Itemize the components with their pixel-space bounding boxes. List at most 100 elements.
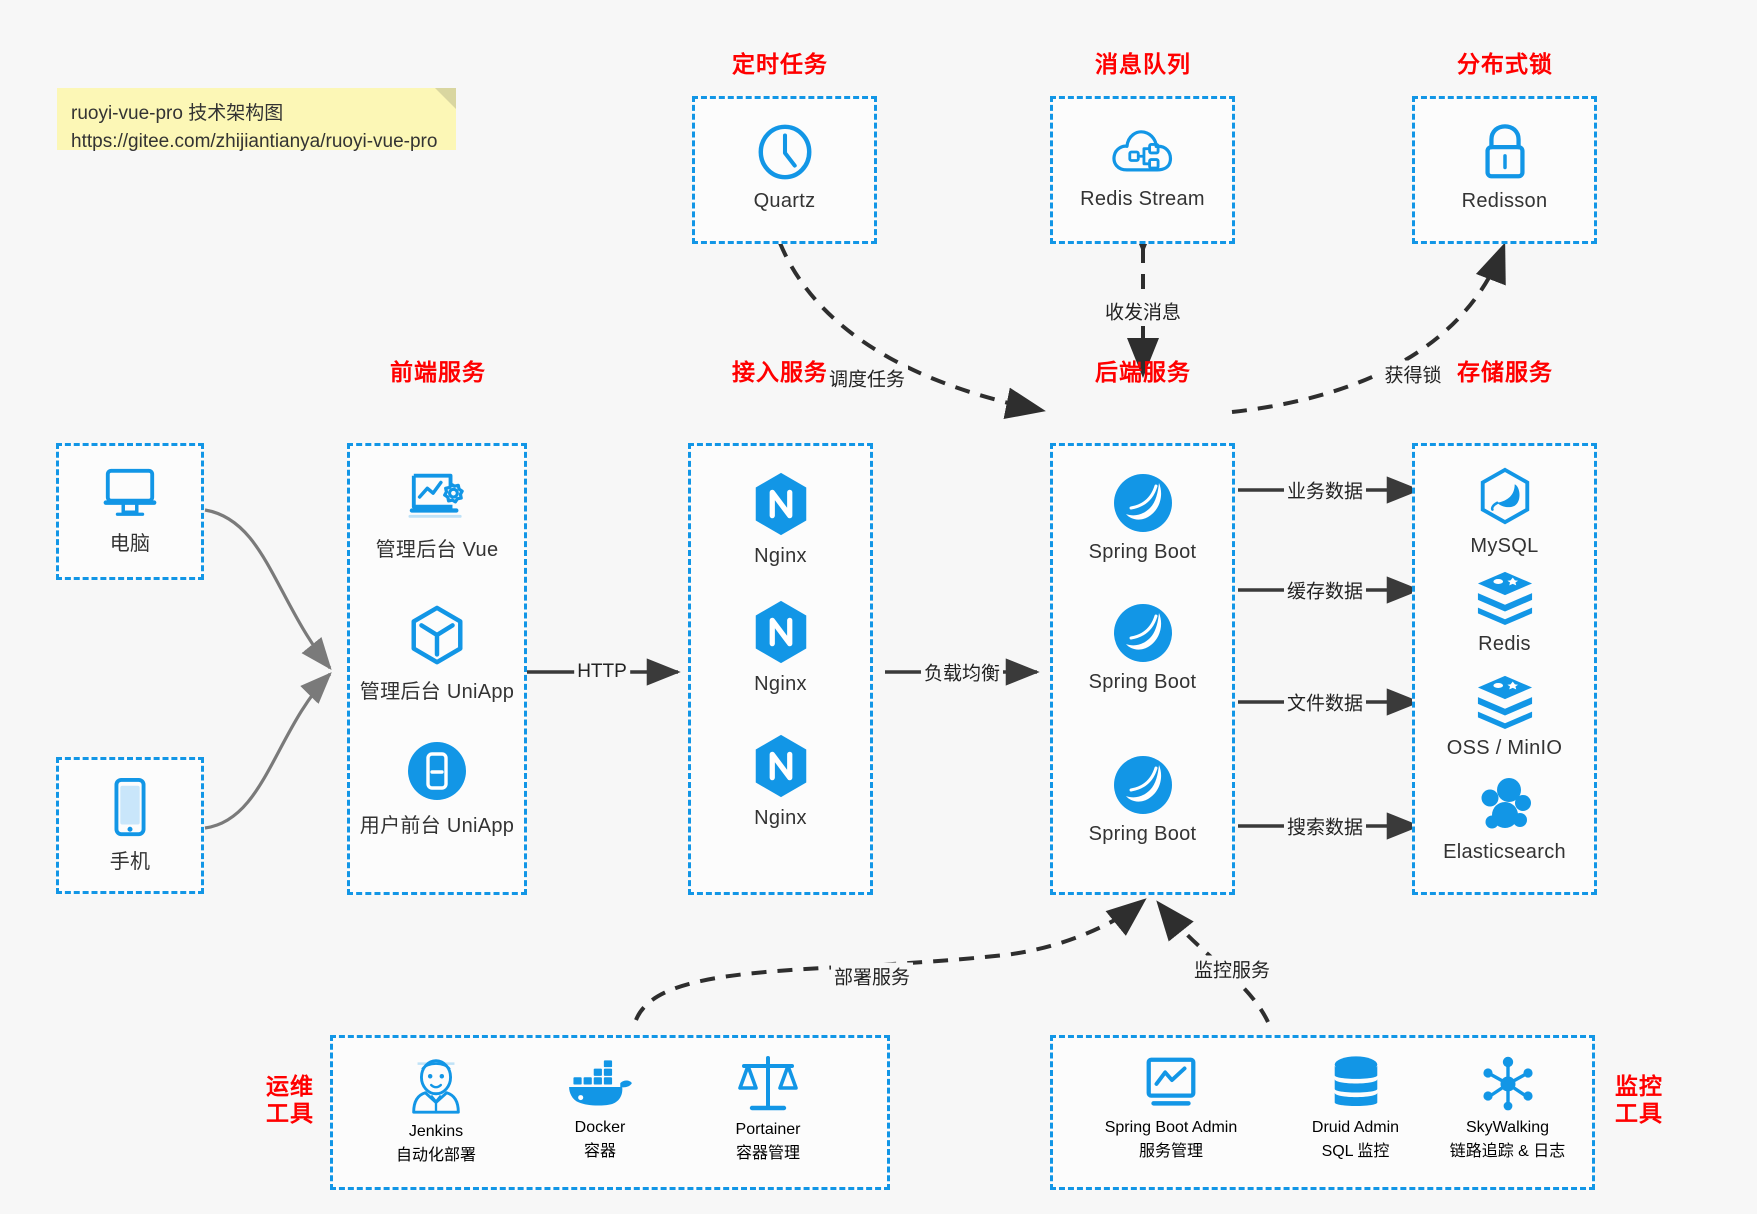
object-storage-icon xyxy=(1474,672,1536,730)
node-redis[interactable]: Redis xyxy=(1415,568,1594,656)
node-nginx-1[interactable]: Nginx xyxy=(691,470,870,568)
spring-boot-leaf-icon xyxy=(1112,472,1174,534)
edge-label-schedule-task: 调度任务 xyxy=(825,364,909,392)
tool-docker[interactable]: Docker 容器 xyxy=(525,1058,675,1161)
nginx-icon xyxy=(750,732,812,800)
mysql-dolphin-icon xyxy=(1475,466,1535,528)
group-box-message-queue[interactable]: Redis Stream xyxy=(1050,96,1235,244)
node-desktop[interactable]: 电脑 xyxy=(59,464,201,556)
edge-label-load-balance: 负载均衡 xyxy=(920,658,1004,686)
portainer-scales-icon xyxy=(736,1052,800,1121)
tool-skywalking[interactable]: SkyWalking 链路追踪 & 日志 xyxy=(1425,1054,1590,1161)
node-label: 用户前台 UniApp xyxy=(359,815,515,837)
tool-name: Docker xyxy=(574,1119,626,1136)
group-box-gateway[interactable]: Nginx Nginx Nginx xyxy=(688,443,873,895)
group-box-storage[interactable]: MySQL Redis xyxy=(1412,443,1597,895)
node-nginx-2[interactable]: Nginx xyxy=(691,598,870,696)
group-box-distributed-lock[interactable]: Redisson xyxy=(1412,96,1597,244)
edge-label-cache-data: 缓存数据 xyxy=(1283,576,1367,604)
docker-whale-icon xyxy=(566,1058,634,1119)
tool-name: Spring Boot Admin xyxy=(1104,1119,1238,1136)
spring-boot-leaf-icon xyxy=(1112,754,1174,816)
node-spring-boot-3[interactable]: Spring Boot xyxy=(1053,754,1232,846)
skywalking-node-icon xyxy=(1478,1054,1538,1119)
desktop-computer-icon xyxy=(100,464,160,520)
section-title-backend: 后端服务 xyxy=(1095,359,1191,385)
nginx-icon xyxy=(750,470,812,538)
group-box-frontend[interactable]: 管理后台 Vue 管理后台 UniApp 用户前台 UniApp xyxy=(347,443,527,895)
section-title-monitor: 监控 工具 xyxy=(1611,1073,1667,1127)
section-title-storage: 存储服务 xyxy=(1457,359,1553,385)
padlock-icon xyxy=(1475,121,1535,183)
admin-dashboard-icon xyxy=(406,468,468,526)
devops-title-line-1: 运维 xyxy=(266,1073,314,1099)
monitor-chart-icon xyxy=(1140,1052,1202,1119)
node-label: Spring Boot xyxy=(1088,823,1197,845)
tool-desc: SQL 监控 xyxy=(1321,1143,1390,1160)
cloud-queue-icon xyxy=(1110,123,1176,181)
node-label: Spring Boot xyxy=(1088,671,1197,693)
node-label: 管理后台 Vue xyxy=(375,539,499,561)
tool-name: Jenkins xyxy=(408,1123,464,1140)
edge-label-search-data: 搜索数据 xyxy=(1283,812,1367,840)
edge-label-acquire-lock: 获得锁 xyxy=(1381,360,1445,388)
node-mysql[interactable]: MySQL xyxy=(1415,466,1594,558)
node-mobile[interactable]: 手机 xyxy=(59,776,201,874)
elasticsearch-icon xyxy=(1475,776,1535,834)
node-redisson[interactable]: Redisson xyxy=(1415,121,1594,213)
node-label: 电脑 xyxy=(109,533,151,555)
tool-jenkins[interactable]: Jenkins 自动化部署 xyxy=(361,1052,511,1165)
tool-druid-admin[interactable]: Druid Admin SQL 监控 xyxy=(1268,1054,1443,1161)
node-user-uniapp[interactable]: 用户前台 UniApp xyxy=(350,740,524,838)
group-box-monitor-tools[interactable]: Spring Boot Admin 服务管理 Druid Admin SQL 监… xyxy=(1050,1035,1595,1190)
database-cylinder-icon xyxy=(1327,1054,1385,1119)
section-title-message-queue: 消息队列 xyxy=(1095,51,1191,77)
node-quartz[interactable]: Quartz xyxy=(695,121,874,213)
node-redis-stream[interactable]: Redis Stream xyxy=(1053,123,1232,211)
jenkins-butler-icon xyxy=(405,1052,467,1123)
group-box-backend[interactable]: Spring Boot Spring Boot Spring Boot xyxy=(1050,443,1235,895)
node-label: 管理后台 UniApp xyxy=(359,681,515,703)
node-oss-minio[interactable]: OSS / MinIO xyxy=(1415,672,1594,760)
node-admin-vue[interactable]: 管理后台 Vue xyxy=(350,468,524,562)
tool-portainer[interactable]: Portainer 容器管理 xyxy=(693,1052,843,1163)
group-box-devops-tools[interactable]: Jenkins 自动化部署 xyxy=(330,1035,890,1190)
edge-label-http: HTTP xyxy=(574,661,630,683)
node-label: Redisson xyxy=(1461,190,1548,212)
uniapp-cube-icon xyxy=(406,604,468,668)
note-line-2: https://gitee.com/zhijiantianya/ruoyi-vu… xyxy=(71,130,438,152)
node-nginx-3[interactable]: Nginx xyxy=(691,732,870,830)
tool-desc: 容器管理 xyxy=(735,1145,800,1162)
mobile-phone-icon xyxy=(107,776,153,838)
tool-desc: 链路追踪 & 日志 xyxy=(1449,1143,1566,1160)
mobile-app-icon xyxy=(406,740,468,802)
monitor-title-line-1: 监控 xyxy=(1615,1073,1663,1099)
edge-label-deploy-service: 部署服务 xyxy=(830,962,914,990)
group-box-client-desktop[interactable]: 电脑 xyxy=(56,443,204,580)
edge-label-file-data: 文件数据 xyxy=(1283,688,1367,716)
edge-label-monitor-service: 监控服务 xyxy=(1190,955,1274,983)
node-elasticsearch[interactable]: Elasticsearch xyxy=(1415,776,1594,864)
edge-label-business-data: 业务数据 xyxy=(1283,476,1367,504)
edge-label-send-receive-message: 收发消息 xyxy=(1101,297,1185,325)
tool-name: Portainer xyxy=(735,1121,801,1138)
group-box-client-mobile[interactable]: 手机 xyxy=(56,757,204,894)
node-label: Nginx xyxy=(754,673,807,695)
section-title-devops: 运维 工具 xyxy=(262,1073,318,1127)
note-line-1: ruoyi-vue-pro 技术架构图 xyxy=(71,103,284,124)
node-label: Redis Stream xyxy=(1080,188,1205,210)
section-title-gateway: 接入服务 xyxy=(732,359,828,385)
node-spring-boot-1[interactable]: Spring Boot xyxy=(1053,472,1232,564)
tool-spring-boot-admin[interactable]: Spring Boot Admin 服务管理 xyxy=(1071,1052,1271,1161)
note-fold-corner xyxy=(435,88,456,109)
node-spring-boot-2[interactable]: Spring Boot xyxy=(1053,602,1232,694)
tool-desc: 自动化部署 xyxy=(395,1147,476,1164)
node-admin-uniapp[interactable]: 管理后台 UniApp xyxy=(350,604,524,704)
node-label: Quartz xyxy=(753,190,816,212)
group-box-scheduled-task[interactable]: Quartz xyxy=(692,96,877,244)
node-label: Spring Boot xyxy=(1088,541,1197,563)
devops-title-line-2: 工具 xyxy=(266,1100,314,1127)
node-label: OSS / MinIO xyxy=(1446,737,1563,759)
tool-name: SkyWalking xyxy=(1466,1119,1549,1136)
